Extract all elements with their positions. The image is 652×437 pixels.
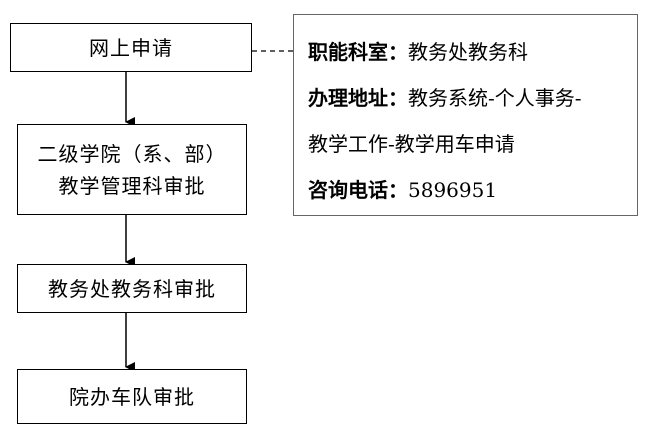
- info-phone-value: 5896951: [408, 178, 498, 202]
- step-college-approval-line1: 二级学院（系、部）: [37, 141, 227, 166]
- info-address-label: 办理地址：: [308, 86, 408, 110]
- info-dept-value: 教务处教务科: [408, 40, 528, 64]
- step-online-application: 网上申请: [10, 23, 252, 72]
- info-dept-label: 职能科室：: [308, 40, 408, 64]
- step-college-approval: 二级学院（系、部） 教学管理科审批: [17, 124, 247, 215]
- step-academic-affairs-approval-label: 教务处教务科审批: [48, 276, 216, 301]
- info-phone-row: 咨询电话：5896951: [308, 167, 637, 213]
- info-address-row: 办理地址：教务系统-个人事务-: [308, 75, 637, 121]
- step-academic-affairs-approval: 教务处教务科审批: [17, 264, 247, 313]
- step-online-application-label: 网上申请: [89, 35, 173, 60]
- step-college-approval-line2: 教学管理科审批: [58, 173, 206, 198]
- info-dept-row: 职能科室：教务处教务科: [308, 29, 637, 75]
- info-panel: 职能科室：教务处教务科 办理地址：教务系统-个人事务- 教学工作-教学用车申请 …: [293, 14, 638, 216]
- info-address-continued-row: 教学工作-教学用车申请: [308, 121, 637, 167]
- info-address-value-line1: 教务系统-个人事务-: [408, 86, 582, 110]
- step-motorcade-approval-label: 院办车队审批: [69, 384, 195, 409]
- info-address-value-line2: 教学工作-教学用车申请: [308, 132, 515, 156]
- step-motorcade-approval: 院办车队审批: [17, 369, 247, 424]
- info-phone-label: 咨询电话：: [308, 178, 408, 202]
